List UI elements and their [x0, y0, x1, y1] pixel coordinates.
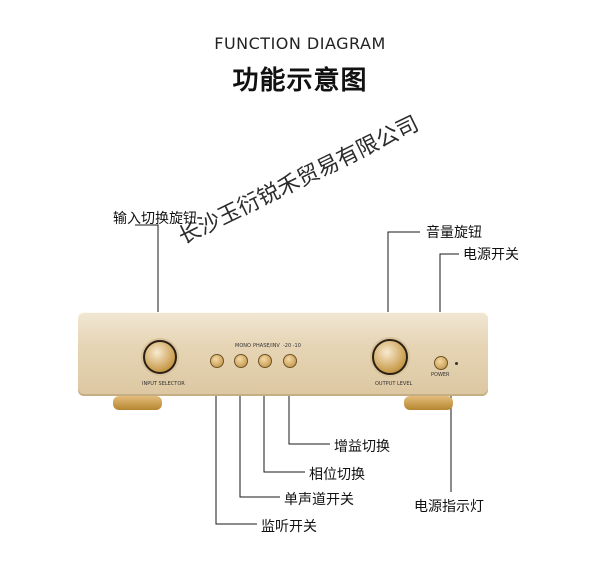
- device-foot-left-2: [134, 396, 162, 410]
- label-volume: 音量旋钮: [426, 225, 482, 241]
- device-front-panel: [78, 312, 488, 396]
- label-monitor-switch: 监听开关: [261, 519, 317, 535]
- page-title-cn: 功能示意图: [232, 66, 368, 96]
- page-title-en: FUNCTION DIAGRAM: [214, 34, 386, 53]
- volume-knob[interactable]: [372, 339, 408, 375]
- output-level-label: OUTPUT LEVEL: [375, 381, 413, 387]
- mono-label: MONO: [235, 343, 251, 349]
- device-foot-right-2: [425, 396, 453, 410]
- phase-button[interactable]: [258, 354, 272, 368]
- phase-label: PHASE/INV: [253, 343, 280, 349]
- power-indicator-led: [455, 362, 458, 365]
- power-label: POWER: [431, 372, 450, 378]
- gain-button[interactable]: [283, 354, 297, 368]
- input-selector-knob[interactable]: [143, 340, 177, 374]
- label-input-selector: 输入切换旋钮: [113, 211, 197, 227]
- label-phase-switch: 相位切换: [309, 467, 365, 483]
- gain-label: -20 -10: [283, 343, 301, 349]
- label-mono-switch: 单声道开关: [284, 492, 354, 508]
- power-button[interactable]: [434, 356, 448, 370]
- input-selector-label: INPUT SELECTOR: [142, 381, 185, 387]
- label-power-switch: 电源开关: [463, 247, 519, 263]
- label-power-indicator: 电源指示灯: [414, 499, 484, 515]
- monitor-button[interactable]: [210, 354, 224, 368]
- mono-button[interactable]: [234, 354, 248, 368]
- label-gain-switch: 增益切换: [334, 439, 390, 455]
